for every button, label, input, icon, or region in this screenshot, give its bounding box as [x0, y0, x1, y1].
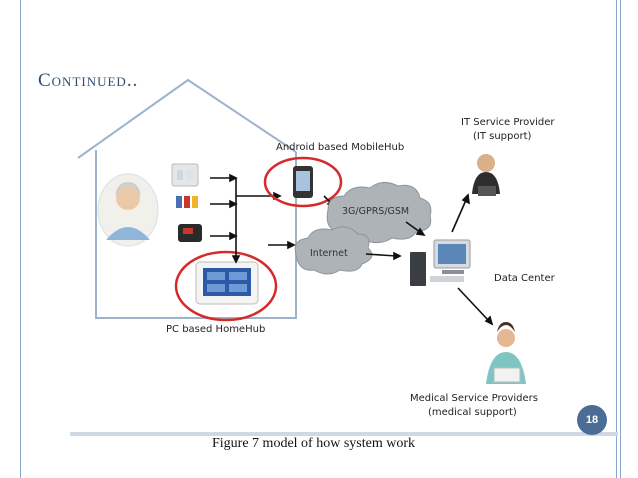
it-provider-label-line2: (IT support)	[473, 131, 532, 142]
wall-sensor-icon	[171, 163, 199, 187]
internal-connector-arrows	[210, 173, 241, 264]
left-border-rule	[20, 0, 21, 478]
mobilehub-highlight-ring	[263, 156, 343, 208]
house-outline	[77, 78, 297, 319]
home-hub-label: PC based HomeHub	[166, 324, 265, 335]
slide-title: Continued..	[38, 70, 139, 91]
arrow-to-medical-provider	[457, 287, 494, 326]
internet-cloud-label: Internet	[310, 248, 348, 259]
medical-provider-label-line1: Medical Service Providers	[410, 393, 538, 404]
arrow-to-it-provider	[451, 193, 470, 233]
internet-cloud	[294, 226, 373, 275]
home-hub-icon	[195, 261, 259, 305]
right-border-rule	[616, 0, 617, 478]
data-center-computer-icon	[410, 239, 471, 286]
mobile-phone-icon	[293, 166, 313, 198]
elderly-person-icon	[97, 173, 159, 247]
medical-provider-label-line2: (medical support)	[428, 407, 517, 418]
arrow-to-internet-cloud	[268, 240, 296, 250]
data-center-label: Data Center	[494, 273, 556, 284]
page-number-badge: 18	[577, 405, 607, 435]
arrow-3g-to-datacenter	[405, 221, 426, 237]
blood-pressure-monitor-icon	[178, 224, 202, 242]
mobile-network-cloud-label: 3G/GPRS/GSM	[342, 206, 409, 217]
it-support-person-icon	[472, 154, 500, 196]
arrow-internet-to-datacenter	[365, 251, 402, 261]
figure-caption: Figure 7 model of how system work	[212, 436, 415, 451]
home-hub-highlight-ring	[174, 250, 278, 322]
bottom-divider-bar	[70, 432, 618, 436]
right-border-rule-inner	[620, 0, 621, 478]
sensor-keyfob-icon	[176, 196, 198, 208]
medical-staff-icon	[486, 322, 526, 384]
mobile-hub-label: Android based MobileHub	[276, 142, 404, 153]
it-provider-label-line1: IT Service Provider	[461, 117, 555, 128]
